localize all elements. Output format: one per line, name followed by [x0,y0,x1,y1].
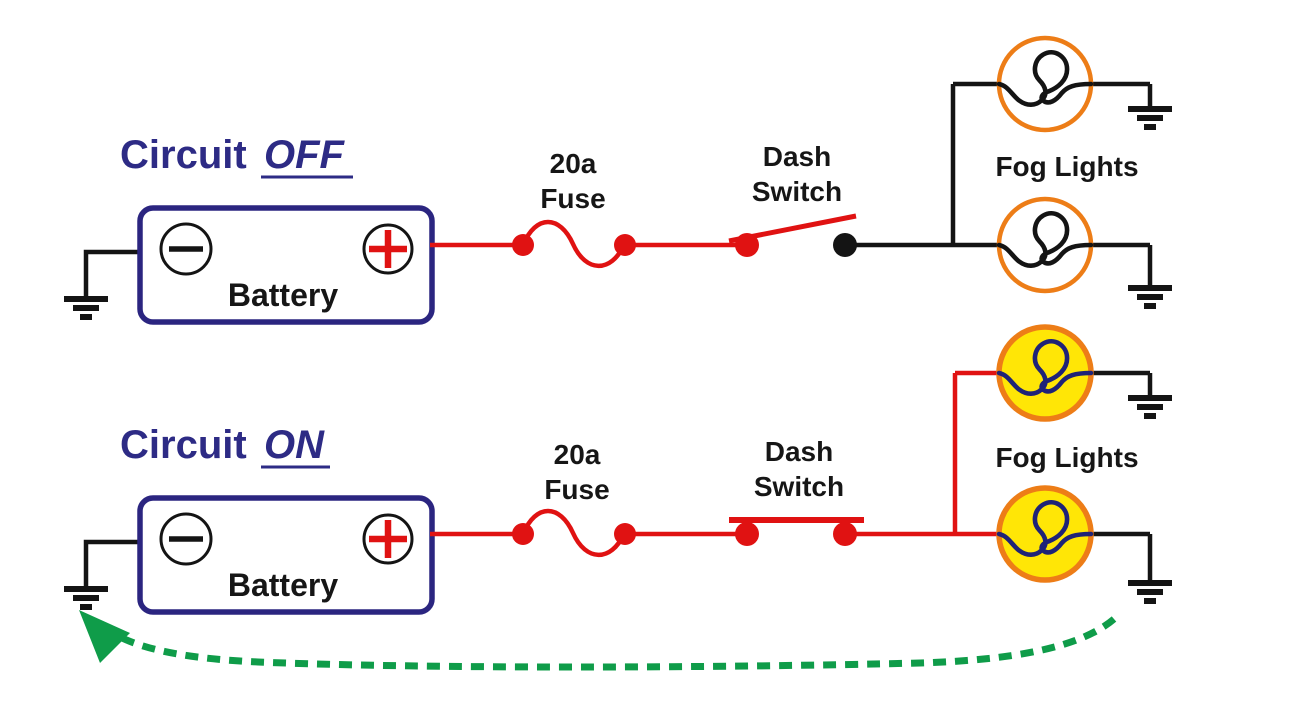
battery-label: Battery [228,277,338,313]
hot-wires-off [430,213,857,269]
fuse-label-line2: Fuse [540,183,605,214]
switch-label-line2: Switch [752,176,842,207]
fog-light-bulb-on-lower [996,485,1094,583]
battery-on: Battery [137,495,435,615]
ground-icon [1128,398,1172,416]
switch-terminal-left [735,522,759,546]
ground-icon [64,299,108,317]
fog-light-bulb-off-lower [999,196,1091,294]
fuse-terminal [512,234,534,256]
ground-icon [64,589,108,607]
battery-outline [137,205,435,325]
fuse-terminals-off [512,233,759,257]
fuse-terminals-on [512,522,857,546]
fuse-element [520,219,627,269]
battery-label: Battery [228,567,338,603]
fuse-terminal [512,523,534,545]
lamp-feed-wires-off [845,81,1153,286]
circuit-on-state: ON [264,423,325,467]
fog-light-bulb-on-upper [996,324,1094,422]
circuit-on-section: Circuit ON Battery [64,324,1172,671]
battery-neg-wire [83,249,140,297]
arrowhead-icon [79,610,130,663]
switch-label-line1: Dash [763,141,831,172]
fog-lights-label: Fog Lights [995,151,1138,182]
battery-off: Battery [137,205,435,325]
fuse-terminal [614,234,636,256]
fog-light-bulb-off-upper [999,35,1091,133]
current-return-path [114,616,1117,671]
battery-outline [137,495,435,615]
battery-plus-terminal-icon [362,513,414,565]
fuse-label-line1: 20a [554,439,601,470]
battery-neg-wire [83,539,140,587]
circuit-off-state: OFF [264,133,346,177]
current-return-arrow [79,610,1117,671]
switch-label-line2: Switch [754,471,844,502]
battery-minus-terminal-icon [159,222,213,276]
fuse-label-line2: Fuse [544,474,609,505]
switch-terminal-left [735,233,759,257]
ground-icon [1128,288,1172,306]
circuit-on-title: Circuit [120,423,247,467]
fuse-element [520,508,627,558]
hot-wires-on [430,370,1001,558]
battery-minus-terminal-icon [159,512,213,566]
fuse-terminal [614,523,636,545]
fog-lights-label: Fog Lights [995,442,1138,473]
circuit-off-title: Circuit [120,133,247,177]
ground-icon [1128,583,1172,601]
battery-plus-terminal-icon [362,223,414,275]
circuit-off-section: Circuit OFF Battery [64,35,1172,325]
ground-icon [1128,109,1172,127]
lamp-return-wires-on [1091,370,1153,581]
switch-terminal-right [833,522,857,546]
fuse-label-line1: 20a [550,148,597,179]
switch-label-line1: Dash [765,436,833,467]
